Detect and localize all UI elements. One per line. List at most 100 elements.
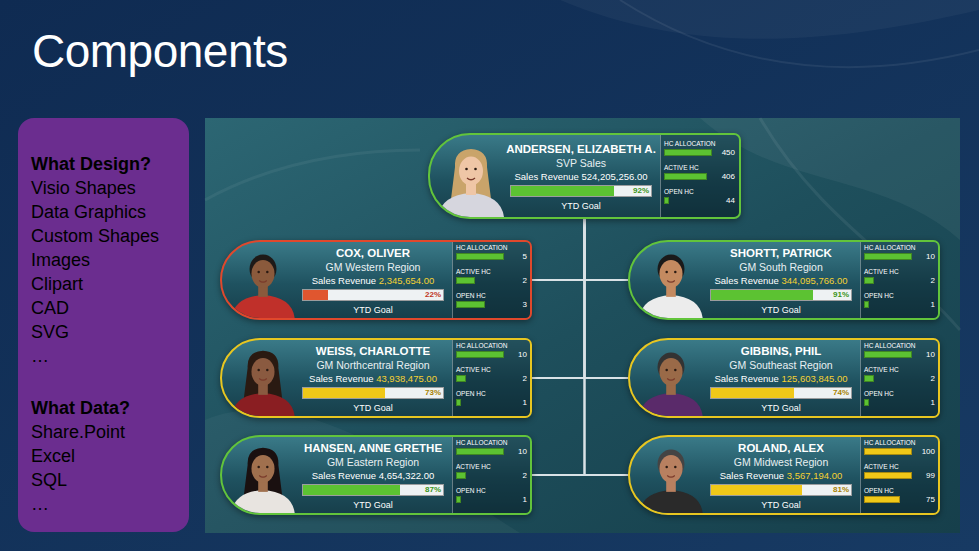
hc-label: ACTIVE HC: [664, 164, 736, 172]
hc-number: 10: [506, 350, 527, 359]
hc-number: 3: [506, 300, 527, 309]
hc-bar: [456, 301, 485, 308]
photo-eye: [674, 466, 676, 468]
hc-label: ACTIVE HC: [456, 366, 528, 374]
hc-number: 2: [506, 374, 527, 383]
goal-bar-track: [710, 289, 852, 301]
hc-bar: [864, 277, 874, 284]
hc-bar: [456, 351, 504, 358]
revenue-label: Sales Revenue: [312, 275, 376, 286]
photo-mouth: [259, 476, 267, 478]
list-item: Share.Point: [31, 420, 177, 444]
job-title: GM Southeast Region: [702, 359, 860, 372]
list-item: Images: [31, 248, 177, 272]
section-heading: What Design?: [31, 152, 177, 176]
goal-percent: 87%: [302, 484, 441, 496]
photo-mouth: [667, 281, 675, 283]
photo-shoulders: [639, 490, 702, 513]
photo-mouth: [467, 178, 475, 180]
hc-number: 75: [914, 495, 935, 504]
hc-number: 2: [914, 276, 935, 285]
hc-bar: [456, 375, 466, 382]
hc-bar: [456, 399, 461, 406]
org-connector: [585, 219, 629, 475]
person-photo: [228, 343, 298, 416]
revenue-label: Sales Revenue: [309, 373, 373, 384]
goal-percent: 81%: [710, 484, 849, 496]
person-photo: [228, 440, 298, 513]
hc-bar: [664, 197, 669, 204]
job-title: GM Eastern Region: [294, 456, 452, 469]
list-item: Clipart: [31, 272, 177, 296]
list-item: Visio Shapes: [31, 176, 177, 200]
org-card: ROLAND, ALEXGM Midwest RegionSales Reven…: [628, 435, 940, 515]
hc-number: 100: [914, 447, 935, 456]
background-swirl: [620, 0, 979, 67]
person-name: HANSEN, ANNE GRETHE: [294, 441, 452, 455]
org-connector: [585, 219, 629, 280]
goal-percent: 92%: [510, 185, 649, 197]
goal-percent: 91%: [710, 289, 849, 301]
hc-number: 1: [506, 495, 527, 504]
revenue-row: Sales Revenue 344,095,766.00: [702, 275, 860, 287]
photo-shoulders: [639, 295, 702, 318]
hc-label: ACTIVE HC: [864, 268, 936, 276]
hc-bar: [864, 472, 912, 479]
goal-bar-track: [510, 185, 652, 197]
hc-bar: [864, 399, 869, 406]
photo-mouth: [259, 281, 267, 283]
org-connector: [532, 219, 585, 280]
person-photo: [436, 138, 506, 217]
hc-number: 1: [914, 300, 935, 309]
list-item: Custom Shapes: [31, 224, 177, 248]
photo-hair: [244, 448, 282, 499]
photo-face: [251, 455, 274, 483]
list-item: SQL: [31, 468, 177, 492]
hc-label: ACTIVE HC: [456, 463, 528, 471]
photo-face: [251, 358, 274, 386]
hc-label: HC ALLOCATION: [864, 439, 936, 447]
hc-label: ACTIVE HC: [864, 366, 936, 374]
hc-bar: [864, 448, 912, 455]
person-photo: [636, 343, 706, 416]
hc-number: 5: [506, 252, 527, 261]
photo-eye: [474, 168, 477, 171]
job-title: GM South Region: [702, 261, 860, 274]
goal-caption: YTD Goal: [294, 305, 452, 316]
photo-face: [251, 260, 274, 288]
revenue-amount: 3,567,194.00: [787, 470, 842, 481]
revenue-row: Sales Revenue 524,205,256.00: [502, 171, 660, 183]
hc-bar: [864, 496, 900, 503]
hc-label: OPEN HC: [864, 390, 936, 398]
photo-shoulders: [231, 490, 294, 513]
goal-caption: YTD Goal: [294, 403, 452, 414]
goal-caption: YTD Goal: [702, 403, 860, 414]
goal-caption: YTD Goal: [702, 500, 860, 511]
goal-caption: YTD Goal: [702, 305, 860, 316]
revenue-label: Sales Revenue: [714, 275, 778, 286]
org-card: ANDERSEN, ELIZABETH A.SVP SalesSales Rev…: [428, 133, 741, 219]
panel-swirl: [205, 150, 420, 200]
hc-label: HC ALLOCATION: [456, 342, 528, 350]
photo-face: [659, 260, 682, 288]
hc-bar: [456, 253, 504, 260]
hc-number: 10: [914, 252, 935, 261]
org-card: HANSEN, ANNE GRETHEGM Eastern RegionSale…: [220, 435, 532, 515]
hc-label: OPEN HC: [864, 487, 936, 495]
person-name: SHORTT, PATRICK: [702, 246, 860, 260]
goal-bar-track: [302, 484, 444, 496]
hc-number: 2: [914, 374, 935, 383]
person-name: GIBBINS, PHIL: [702, 344, 860, 358]
hc-bar: [456, 472, 466, 479]
org-connector: [532, 219, 585, 378]
person-photo: [636, 245, 706, 318]
revenue-amount: 2,345,654.00: [379, 275, 434, 286]
goal-percent: 22%: [302, 289, 441, 301]
person-name: ANDERSEN, ELIZABETH A.: [502, 142, 660, 156]
photo-face: [659, 358, 682, 386]
photo-hair: [244, 351, 282, 402]
dashboard-panel: [205, 118, 960, 533]
hc-number: 99: [914, 471, 935, 480]
list-item: SVG: [31, 320, 177, 344]
